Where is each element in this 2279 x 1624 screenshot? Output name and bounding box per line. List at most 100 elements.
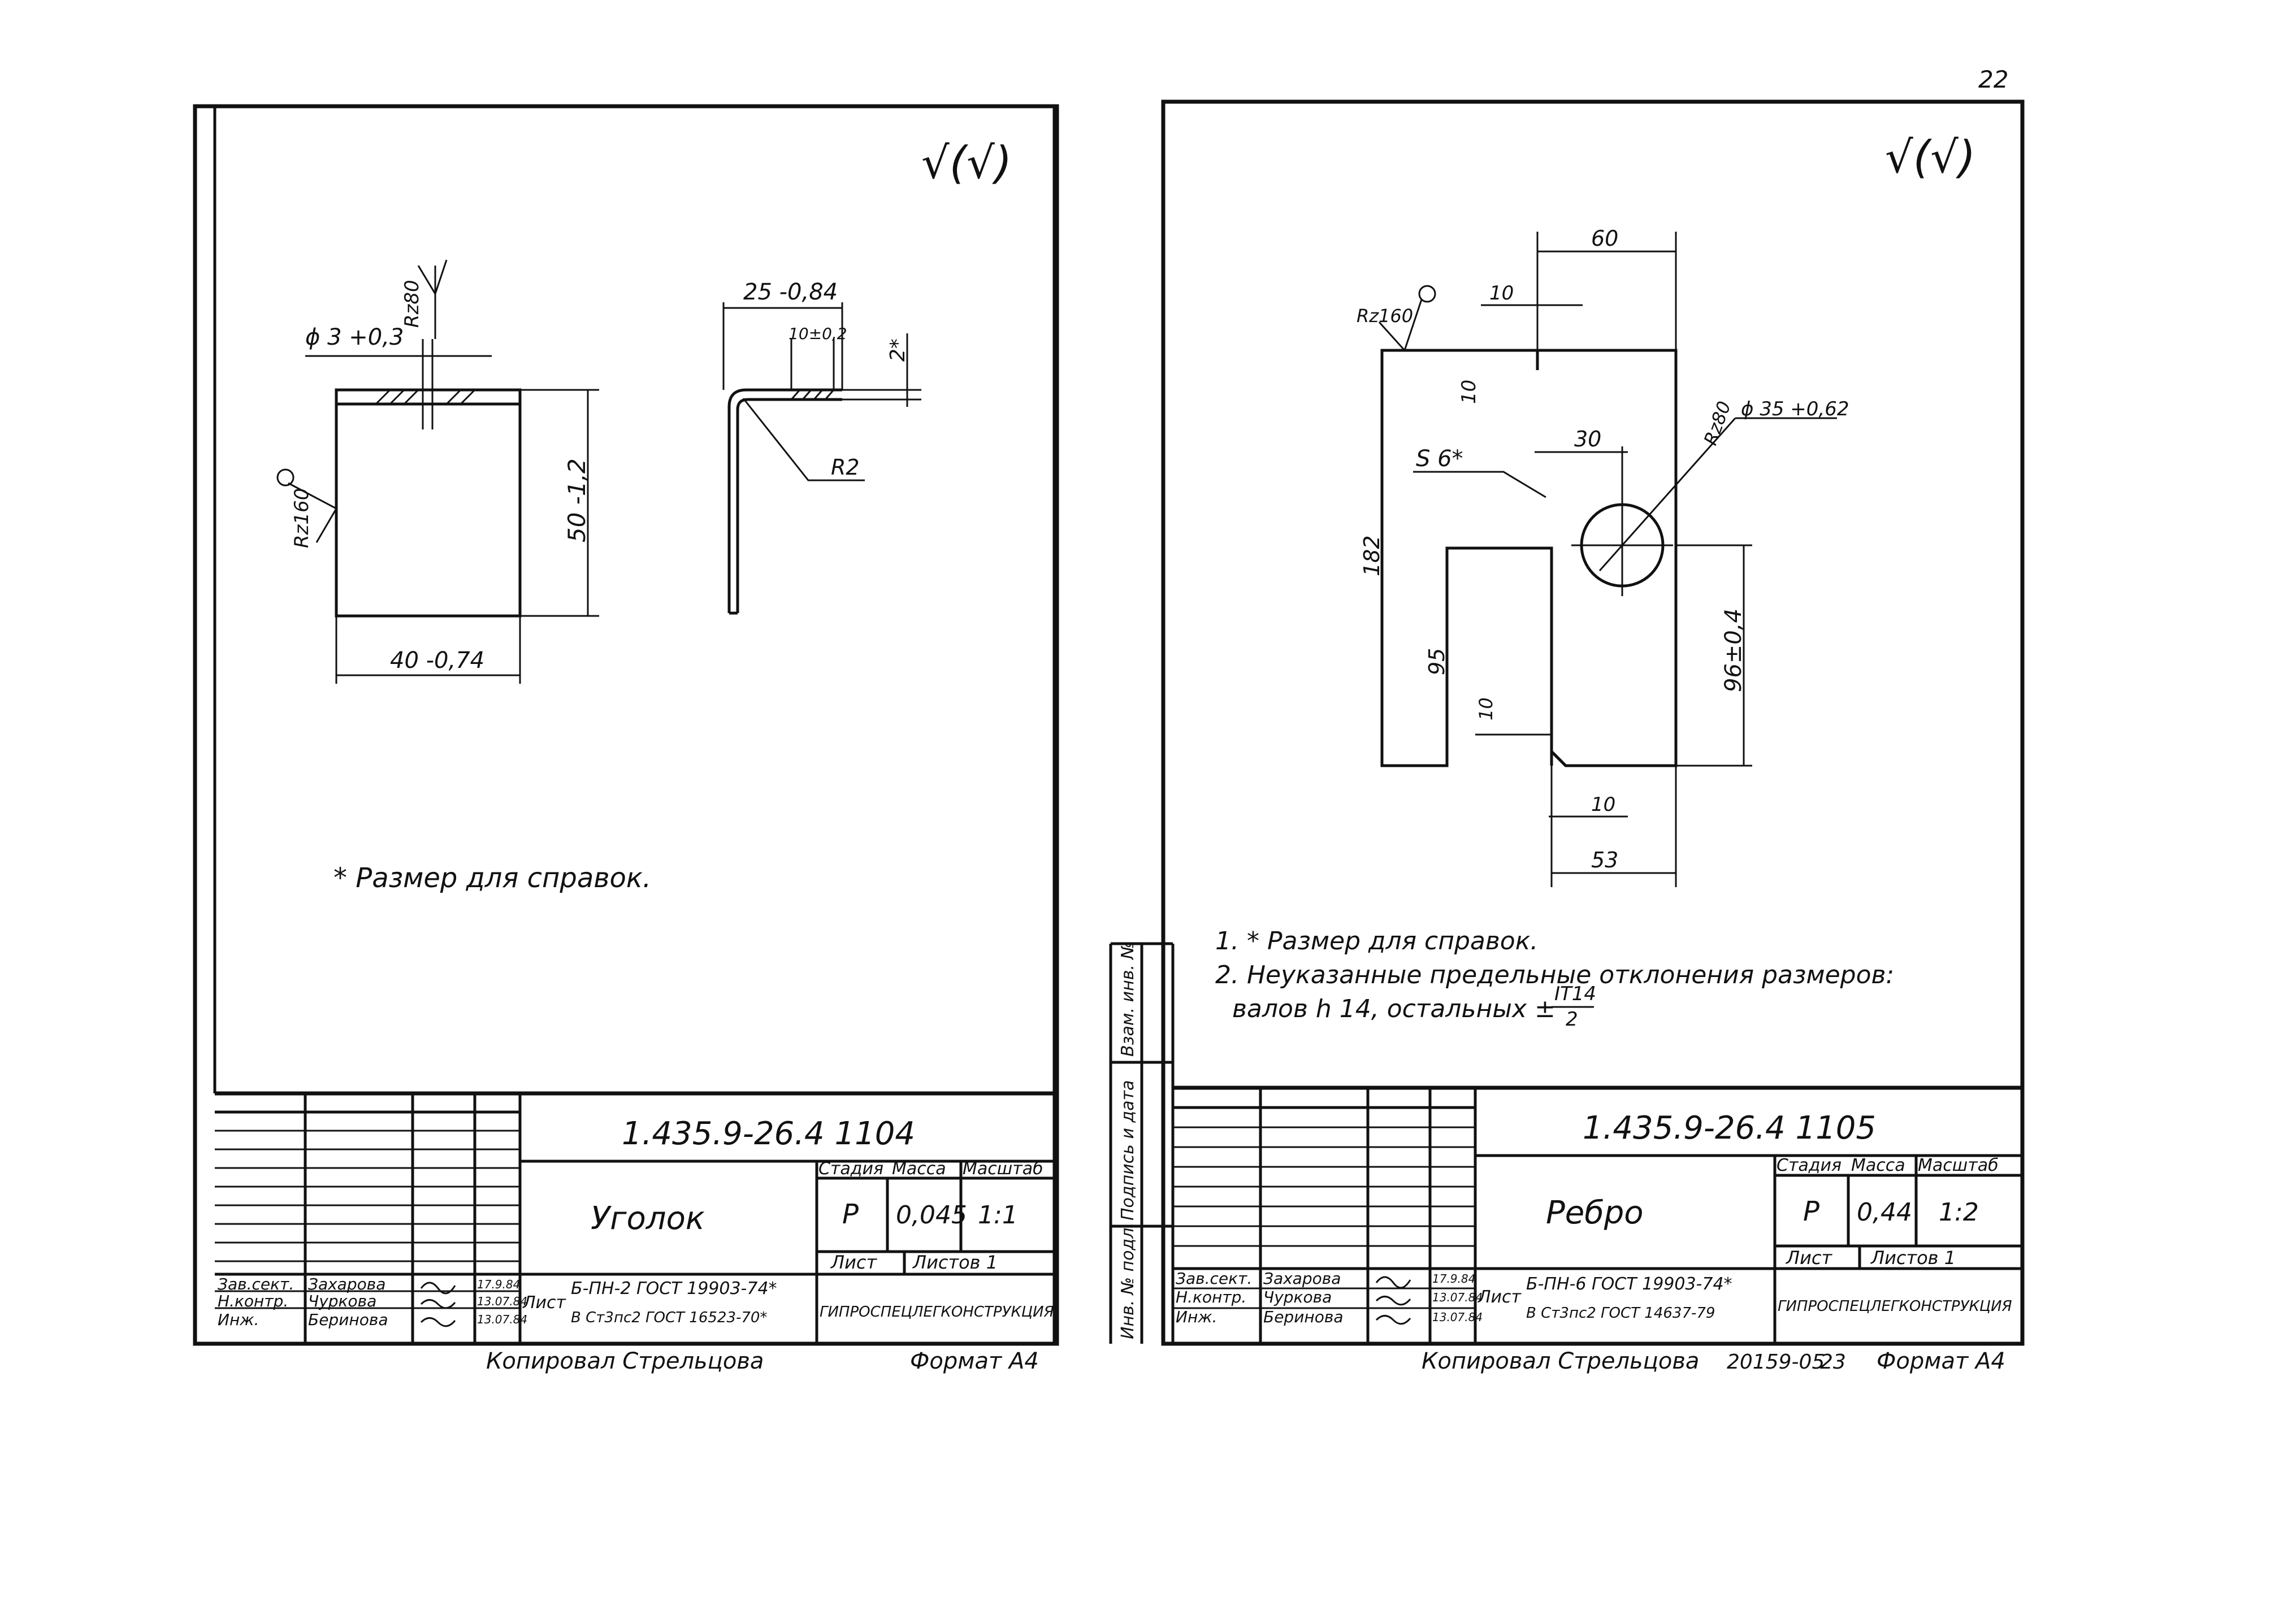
right-role-2: Инж. xyxy=(1176,1308,1217,1326)
left-role-1: Н.контр. xyxy=(218,1292,288,1310)
width-dim: 40 -0,74 xyxy=(390,648,484,674)
right-date-1: 13.07.84 xyxy=(1432,1291,1483,1304)
rib-view: 30 ϕ 35 +0,62 Rz80 60 10 10 Rz160 S 6* 1… xyxy=(1357,226,1849,887)
right-scale: 1:2 xyxy=(1939,1198,1979,1227)
left-roughness-symbol: √(√) xyxy=(921,138,1012,189)
right-hdr-stage: Стадия xyxy=(1777,1156,1842,1175)
notch-h-top: 10 xyxy=(1458,380,1480,404)
rz-top: Rz80 xyxy=(401,280,423,328)
angle-plate-outline xyxy=(335,388,522,618)
hatch-len-dim: 10±0,2 xyxy=(788,324,847,343)
notch-w-bot: 10 xyxy=(1591,793,1615,816)
note-fraction-den: 2 xyxy=(1566,1008,1578,1031)
right-mass: 0,44 xyxy=(1857,1198,1912,1227)
radius-dim: R2 xyxy=(831,455,860,480)
left-date-2: 13.07.84 xyxy=(477,1313,527,1326)
left-date-0: 17.9.84 xyxy=(477,1278,520,1291)
right-doc-code: 1.435.9-26.4 1105 xyxy=(1583,1110,1876,1147)
right-title-block: 1.435.9-26.4 1105 Ребро Стадия Масса Мас… xyxy=(1173,1085,2022,1344)
right-name-1: Чуркова xyxy=(1263,1288,1332,1306)
angle-inner-edge xyxy=(736,398,842,613)
left-sheet: √(√) ϕ 3 +0,3 Rz80 Rz160 xyxy=(193,104,1059,1374)
left-signature-1 xyxy=(420,1299,456,1309)
rib-edge-right xyxy=(1382,349,1678,767)
left-date-1: 13.07.84 xyxy=(477,1295,527,1308)
right-frame xyxy=(1161,99,2025,1346)
angle-outer-edge xyxy=(727,388,842,613)
right-sheet-label: Лист xyxy=(1786,1247,1832,1269)
side-stamp-strip: Инв. № подл. Подпись и дата Взам. инв. № xyxy=(1109,941,1173,1344)
left-stage: Р xyxy=(842,1199,859,1230)
left-format: Формат А4 xyxy=(910,1348,1039,1374)
right-note-2: 2. Неуказанные предельные отклонения раз… xyxy=(1215,961,1894,989)
hole-dia-dim: ϕ 35 +0,62 xyxy=(1741,398,1849,420)
left-role-0: Зав.сект. xyxy=(218,1275,294,1293)
flange-dim: 25 -0,84 xyxy=(743,279,838,305)
right-copied: Копировал Стрельцова xyxy=(1422,1348,1699,1374)
right-org: ГИПРОСПЕЦЛЕГКОНСТРУКЦИЯ xyxy=(1778,1298,2012,1315)
left-name-0: Захарова xyxy=(308,1275,385,1293)
right-role-0: Зав.сект. xyxy=(1176,1269,1252,1288)
right-sheet: Инв. № подл. Подпись и дата Взам. инв. №… xyxy=(1109,99,2025,1374)
right-date-2: 13.07.84 xyxy=(1432,1310,1483,1324)
notch-h-bot: 10 xyxy=(1475,697,1497,720)
stamp-inv-no: Инв. № подл. xyxy=(1118,1222,1138,1339)
right-material-label: Лист xyxy=(1478,1287,1522,1307)
right-signature-0 xyxy=(1375,1276,1411,1289)
right-material-top: Б-ПН-6 ГОСТ 19903-74* xyxy=(1526,1274,1732,1294)
right-role-1: Н.контр. xyxy=(1176,1288,1246,1306)
thickness-dim: 2* xyxy=(886,338,909,362)
right-sheets-label: Листов 1 xyxy=(1870,1247,1956,1269)
right-part-name: Ребро xyxy=(1546,1195,1644,1231)
lower-height-dim: 95 xyxy=(1424,648,1449,675)
notch-w-top: 10 xyxy=(1489,282,1514,305)
left-org: ГИПРОСПЕЦЛЕГКОНСТРУКЦИЯ xyxy=(820,1304,1054,1321)
right-date-0: 17.9.84 xyxy=(1432,1272,1475,1286)
left-material-top: Б-ПН-2 ГОСТ 19903-74* xyxy=(571,1279,777,1299)
angle-front-view: ϕ 3 +0,3 Rz80 Rz160 50 -1,2 40 -0,74 xyxy=(276,259,599,684)
top-width-dim: 60 xyxy=(1591,226,1618,251)
left-role-2: Инж. xyxy=(218,1310,259,1329)
left-material-label: Лист xyxy=(522,1293,567,1313)
right-archive: 20159-05 xyxy=(1727,1351,1825,1374)
right-name-2: Беринова xyxy=(1263,1308,1344,1326)
left-note: * Размер для справок. xyxy=(333,862,651,894)
height-dim: 50 -1,2 xyxy=(563,458,591,542)
left-part-name: Уголок xyxy=(591,1200,705,1237)
rz-left: Rz160 xyxy=(291,488,313,548)
right-stage: Р xyxy=(1803,1196,1819,1227)
hole-dim: ϕ 3 +0,3 xyxy=(305,324,404,350)
angle-section-view: 25 -0,84 10±0,2 2* R2 xyxy=(722,279,921,615)
angle-hatched-band xyxy=(335,388,522,406)
left-name-1: Чуркова xyxy=(308,1292,376,1310)
hole-dia-leader xyxy=(1598,418,1736,571)
page-number: 22 xyxy=(1978,66,2008,93)
left-material-bottom: В Ст3пс2 ГОСТ 16523-70* xyxy=(571,1309,767,1326)
left-copied: Копировал Стрельцова xyxy=(486,1348,764,1374)
right-name-0: Захарова xyxy=(1263,1269,1341,1288)
left-sheet-label: Лист xyxy=(830,1252,877,1273)
right-hdr-scale: Масштаб xyxy=(1918,1156,1999,1175)
right-height-dim: 96±0,4 xyxy=(1721,609,1747,692)
right-signature-1 xyxy=(1375,1296,1411,1306)
left-signature-2 xyxy=(420,1317,456,1327)
left-doc-code: 1.435.9-26.4 1104 xyxy=(622,1115,915,1152)
left-mass: 0,045 xyxy=(896,1201,967,1230)
left-signature-0 xyxy=(420,1282,456,1295)
rib-outline-outer xyxy=(1380,349,1678,767)
right-roughness-symbol: √(√) xyxy=(1885,132,1975,183)
thickness-dim: S 6* xyxy=(1416,446,1463,472)
right-archive-sheet: 23 xyxy=(1820,1351,1846,1374)
stamp-sign-date: Подпись и дата xyxy=(1118,1080,1138,1221)
right-material-bottom: В Ст3пс2 ГОСТ 14637-79 xyxy=(1526,1305,1715,1322)
hole-offset-dim: 30 xyxy=(1574,427,1601,451)
right-hdr-mass: Масса xyxy=(1851,1156,1905,1175)
note-fraction-num: IT14 xyxy=(1554,983,1596,1005)
right-note-3: валов h 14, остальных ± xyxy=(1232,995,1556,1023)
rz-corner: Rz160 xyxy=(1357,305,1413,327)
left-hdr-scale: Масштаб xyxy=(963,1159,1043,1179)
left-sheets-label: Листов 1 xyxy=(912,1252,998,1273)
bottom-width-dim: 53 xyxy=(1591,848,1618,872)
total-height-dim: 182 xyxy=(1359,535,1384,576)
